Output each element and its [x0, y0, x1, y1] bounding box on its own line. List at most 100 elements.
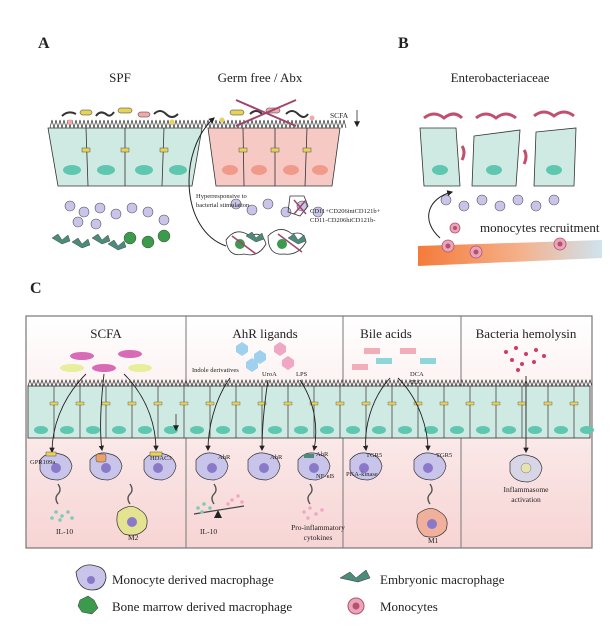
tight-junction	[205, 401, 215, 406]
tight-junction	[179, 401, 189, 406]
damaged-epithelium	[419, 110, 577, 187]
tight-junction	[569, 401, 579, 406]
inflammasome-label-2: activation	[511, 495, 541, 504]
epithelial-nucleus	[112, 426, 126, 434]
nfkb-label: NF-κB	[316, 473, 335, 480]
lps-label: LPS	[296, 371, 308, 378]
epithelial-nucleus	[60, 426, 74, 434]
marker-label-line2: CD11-CD206hiCD121b-	[310, 217, 375, 224]
tight-junction	[361, 401, 371, 406]
tight-junction	[231, 401, 241, 406]
tgr5-label-2: TGR5	[436, 452, 452, 459]
ahr-label-3: AhR	[316, 451, 329, 458]
indole-arrow	[205, 377, 231, 452]
il10-dots-scfa	[50, 510, 74, 522]
m1-label: M1	[428, 536, 439, 545]
scfa-label-a: SCFA	[330, 111, 349, 120]
tight-junction	[517, 401, 527, 406]
cytokine-dots	[302, 506, 324, 520]
ahr-label-2: AhR	[270, 454, 283, 461]
cytokine-label-2: cytokines	[304, 533, 333, 542]
epithelial-nucleus	[450, 426, 464, 434]
epithelial-nucleus	[502, 426, 516, 434]
bile-arrow-2	[397, 377, 431, 452]
epithelial-nucleus	[476, 426, 490, 434]
epithelial-nucleus	[294, 426, 308, 434]
tight-junction	[465, 401, 475, 406]
panel-a-letter: A	[38, 35, 50, 52]
tgr5-label-1: TGR5	[366, 452, 382, 459]
inflammasome-label-1: Inflammasome	[504, 485, 550, 494]
tight-junction	[153, 401, 163, 406]
ahr-ligand-molecules	[236, 342, 294, 372]
marker-label-line1: CD11+CD206intCD121b+	[310, 208, 381, 215]
enterobacteriaceae-title: Enterobacteriaceae	[451, 70, 550, 85]
epithelial-nucleus	[320, 426, 334, 434]
germ-free-epithelium	[207, 119, 347, 187]
panel-b-letter: B	[398, 35, 409, 52]
tight-junction	[543, 401, 553, 406]
hemolysin-section-title: Bacteria hemolysin	[476, 326, 577, 341]
hdac3-label: HDAC3	[150, 455, 172, 462]
tight-junction	[101, 401, 111, 406]
epithelial-nucleus	[554, 426, 568, 434]
inflammasome-body	[520, 462, 532, 474]
tight-junction	[387, 401, 397, 406]
tight-junction	[127, 401, 137, 406]
panel-c-letter: C	[30, 280, 42, 297]
germ-free-bm-macrophages	[225, 229, 307, 256]
seesaw-balance	[193, 494, 245, 518]
bile-section-title: Bile acids	[360, 326, 412, 341]
scfa-arrow-1	[49, 373, 87, 454]
epithelial-nucleus	[398, 426, 412, 434]
tight-junction	[49, 401, 59, 406]
epithelial-nucleus	[424, 426, 438, 434]
ahr-macrophages	[195, 452, 331, 481]
spf-title: SPF	[109, 70, 131, 85]
hyper-response-arrow	[188, 117, 227, 247]
spf-epithelium	[47, 119, 211, 187]
cytokine-label-1: Pro-inflammatory	[291, 523, 345, 532]
spf-lamina-macrophages	[51, 200, 171, 251]
tight-junction	[413, 401, 423, 406]
epithelial-nucleus	[372, 426, 386, 434]
epithelial-nucleus	[34, 426, 48, 434]
bile-acid-molecules	[352, 348, 436, 370]
m2-nucleus	[127, 517, 137, 527]
ahr-signal-1	[211, 483, 217, 505]
scfa-signal-2	[127, 483, 133, 505]
uroa-arrow	[259, 379, 269, 452]
spf-bacteria	[61, 107, 179, 125]
scfa-arrow-2	[98, 373, 105, 452]
epithelial-nucleus	[86, 426, 100, 434]
lps-arrow	[299, 379, 318, 452]
legend-bm-label: Bone marrow derived macrophage	[112, 599, 292, 614]
epithelial-nucleus	[346, 426, 360, 434]
scfa-molecules	[60, 350, 152, 372]
tight-junction	[491, 401, 501, 406]
tight-junction	[439, 401, 449, 406]
epithelial-nucleus	[216, 426, 230, 434]
bile-macrophages	[349, 452, 447, 481]
legend-bm-icon	[77, 595, 99, 615]
tight-junction	[335, 401, 345, 406]
recruitment-arrow	[428, 190, 454, 239]
ahr-signal-2	[307, 483, 313, 505]
uroa-label: UroA	[262, 371, 277, 378]
legend-embryonic-label: Embryonic macrophage	[380, 572, 505, 587]
ahr-label-1: AhR	[218, 454, 231, 461]
epithelial-nucleus	[190, 426, 204, 434]
epithelial-nucleus	[242, 426, 256, 434]
bile-arrow-1	[362, 377, 391, 452]
legend: Monocyte derived macrophage Embryonic ma…	[75, 564, 505, 615]
dca-label: DCA	[410, 371, 424, 378]
hyper-label-line2: bacterial stimulation	[196, 202, 250, 209]
epithelial-nucleus	[528, 426, 542, 434]
ahr-section-title: AhR ligands	[232, 326, 297, 341]
legend-monocytes-label: Monocytes	[380, 599, 438, 614]
tight-junction	[309, 401, 319, 406]
m1-nucleus	[427, 519, 437, 529]
scfa-arrow-3	[123, 373, 159, 452]
